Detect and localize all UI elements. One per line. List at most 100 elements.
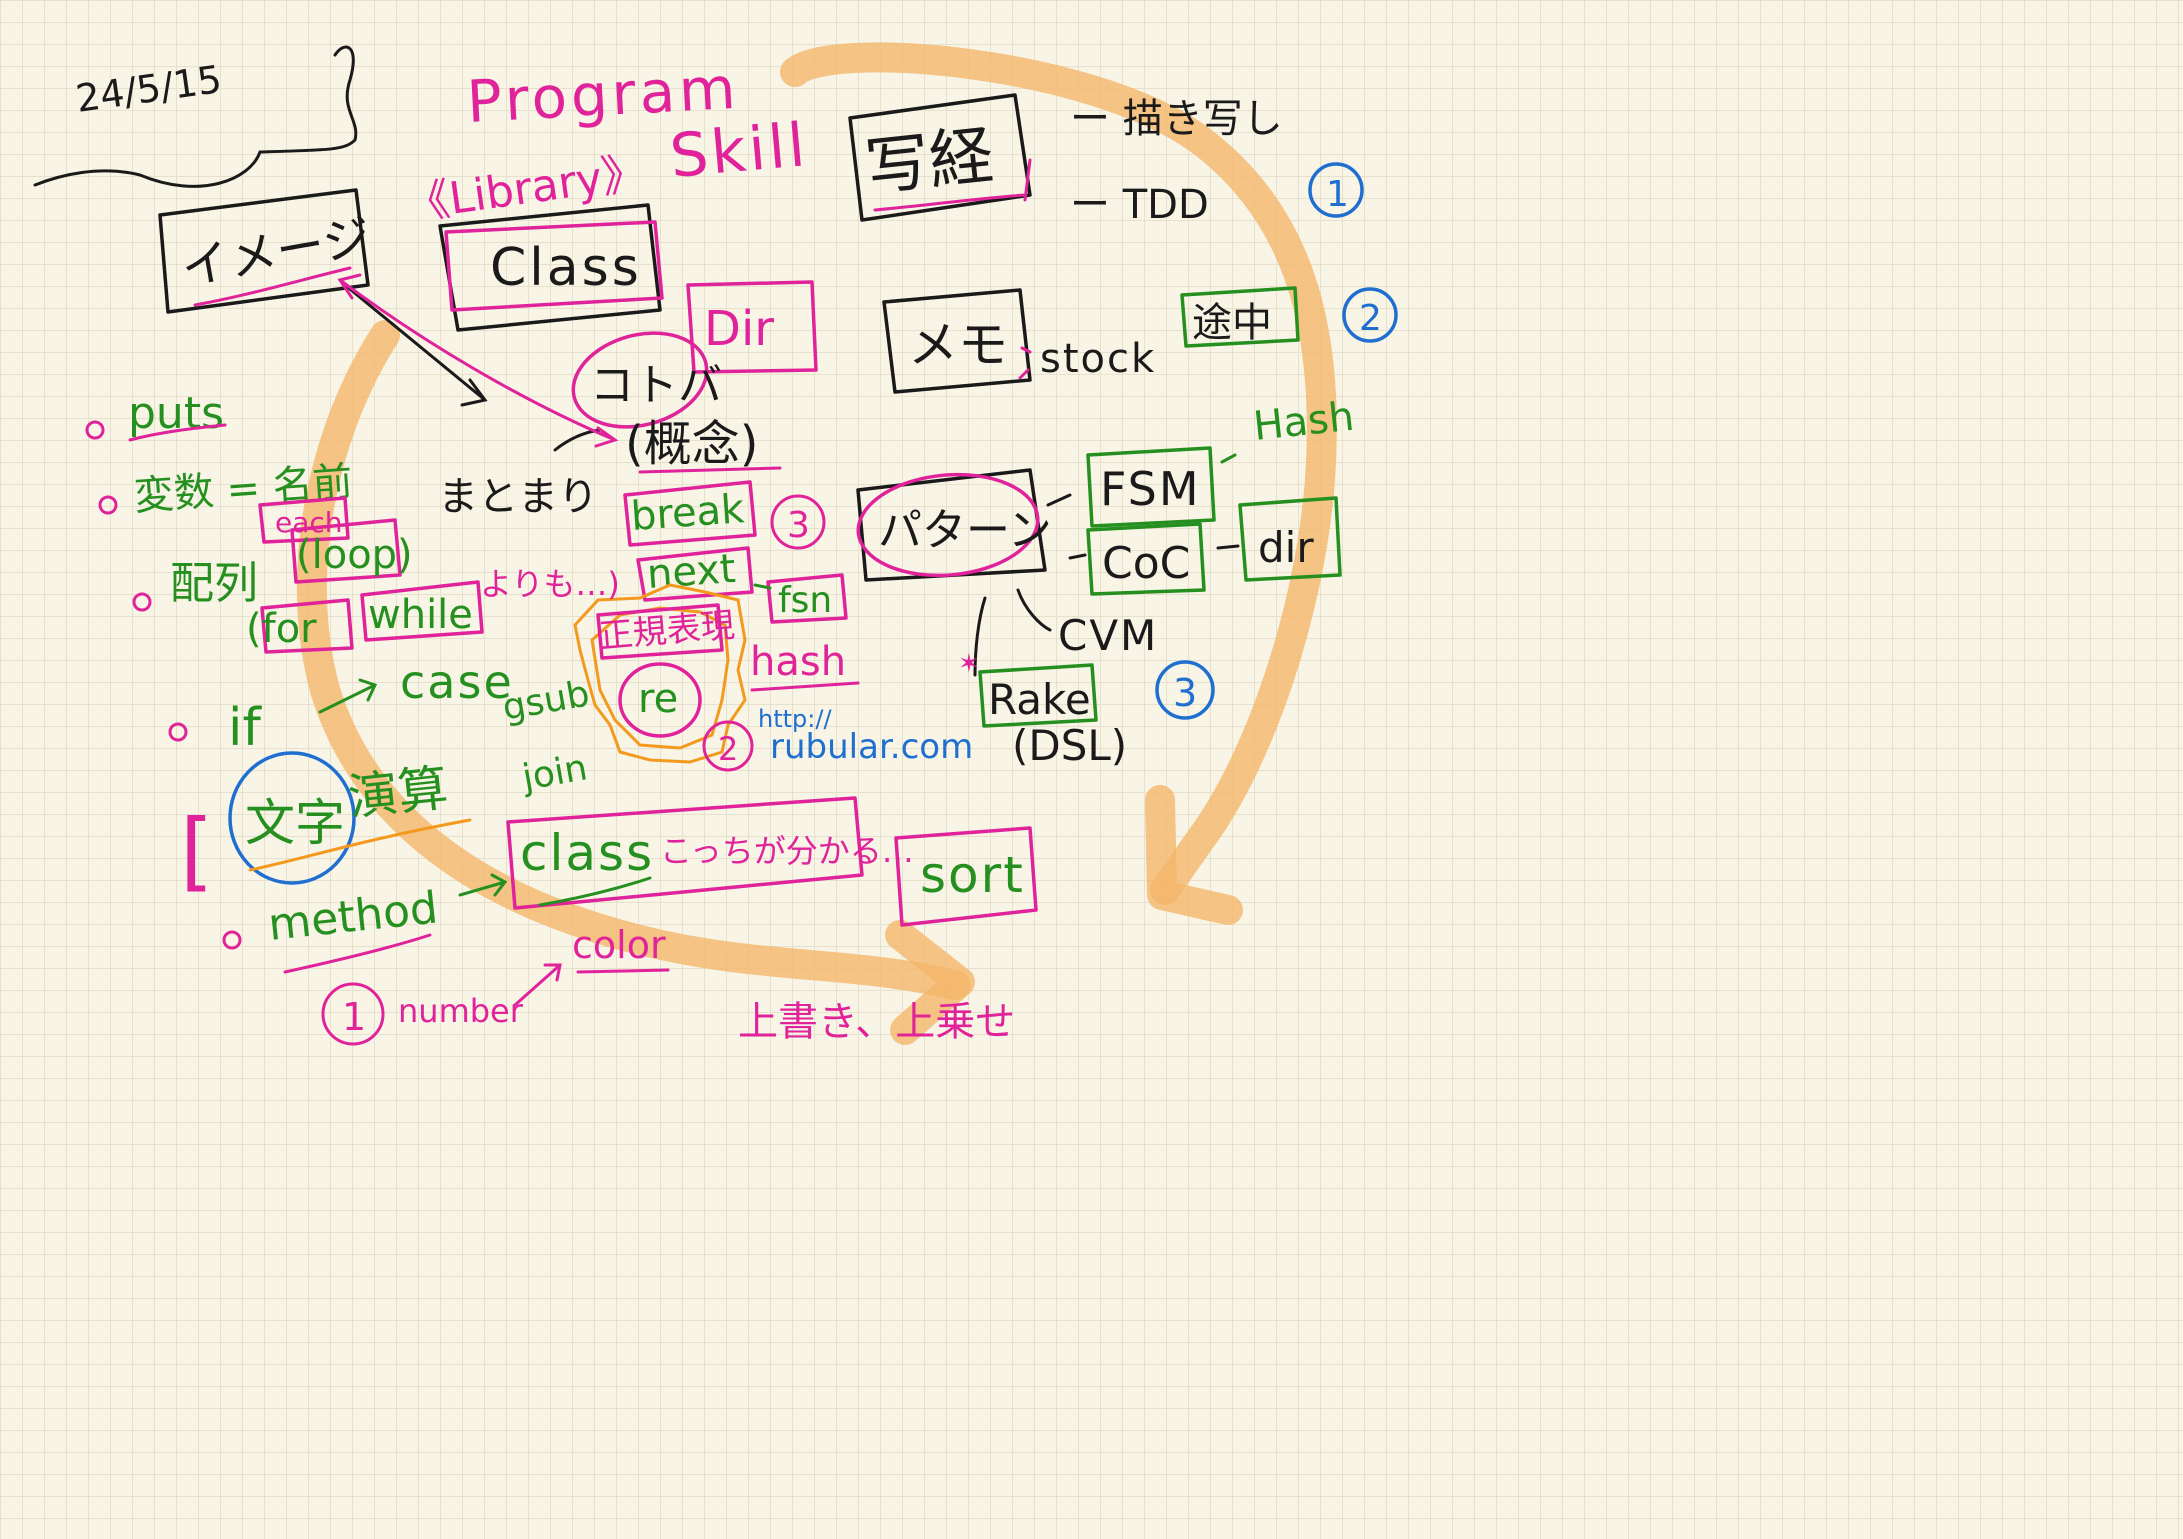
mind-map-canvas: 24/5/15 Program 《Library》 Skill イメージ Cla… <box>33 42 1398 1046</box>
date-label: 24/5/15 <box>73 57 224 121</box>
marker-1-blue <box>1308 162 1364 218</box>
moji-orange-strike <box>248 818 472 872</box>
coc-box <box>1086 522 1206 596</box>
tdd-label: ー TDD <box>1070 182 1209 228</box>
pattern-fsm-link <box>1046 493 1072 507</box>
pattern-cvm-link <box>1016 588 1052 632</box>
seiki-box <box>596 603 724 660</box>
bullet-hairetsu <box>132 592 152 612</box>
gainen-underline <box>638 466 782 474</box>
marker-1-pink <box>321 982 385 1046</box>
pattern-down-link <box>973 596 987 677</box>
marker-2-blue <box>1342 287 1398 343</box>
number-label: number <box>398 992 524 1030</box>
shakyo-label: 写経 <box>862 119 997 206</box>
join-label: join <box>518 747 590 799</box>
moji-circle <box>228 751 356 885</box>
shakyo-underline <box>873 158 1032 212</box>
while-label: while <box>368 592 473 638</box>
kotoba-label: コトバ <box>590 360 722 411</box>
rake-star: ✶ <box>958 649 980 679</box>
fsn-label: fsn <box>778 580 832 621</box>
break-label: break <box>629 486 746 540</box>
marker-1-blue-label: 1 <box>1326 174 1349 215</box>
marker-3-pink <box>770 494 826 550</box>
marker-3-blue <box>1155 660 1215 720</box>
tochu-box <box>1180 286 1300 348</box>
bullet-method <box>222 930 242 950</box>
kotoba-circle <box>571 331 709 429</box>
fsm-box <box>1086 446 1216 528</box>
title-skill: Skill <box>667 110 810 192</box>
matomari-arrow <box>553 428 602 452</box>
fsn-box <box>766 573 848 624</box>
big-orange-arrowhead-bottom <box>885 920 975 1045</box>
pattern-label: パターン <box>878 505 1052 556</box>
loop-label: (loop) <box>296 532 413 578</box>
image-box <box>158 188 370 314</box>
while-box <box>360 580 484 642</box>
next-fsn-link <box>753 583 772 590</box>
bracket-left: [ <box>180 801 214 901</box>
dsl-label: (DSL) <box>1012 721 1127 770</box>
regex-burst-inner <box>590 606 730 750</box>
bullet-hensu <box>98 495 118 515</box>
moji-label: 文字 <box>245 794 345 852</box>
big-orange-inner-arc <box>296 320 970 1000</box>
url-bottom: rubular.com <box>770 727 973 767</box>
hairetsu-label: 配列 <box>170 558 258 609</box>
color-label: color <box>572 923 666 967</box>
each-box <box>258 496 350 544</box>
dir-green-box <box>1238 496 1342 582</box>
re-label: re <box>638 676 678 722</box>
number-color-arrow <box>513 963 562 1007</box>
memo-stock-link <box>1018 346 1032 380</box>
yorimo-label: よりも…) <box>480 565 620 603</box>
next-box <box>636 546 754 602</box>
url-top: http:// <box>758 705 832 733</box>
coc-label: CoC <box>1102 538 1190 589</box>
each-label: each <box>275 506 343 539</box>
color-underline <box>576 968 670 974</box>
for-label: (for <box>246 606 317 652</box>
matomari-label: まとまり <box>438 474 598 520</box>
kotchi-label: こっちが分かる… <box>660 832 914 870</box>
class-top-label: Class <box>490 238 642 298</box>
title-program: Program <box>465 54 741 136</box>
enzan-label: 演算 <box>345 759 451 827</box>
hash-green-label: Hash <box>1251 394 1356 450</box>
gainen-label: (概念) <box>625 416 758 472</box>
case-label: case <box>400 655 514 709</box>
dir-green-label: dir <box>1258 523 1314 572</box>
marker-3-blue-label: 3 <box>1173 671 1197 715</box>
marker-2-pink-label: 2 <box>718 730 738 768</box>
class-low-underline <box>538 876 652 907</box>
loop-box <box>290 518 402 584</box>
class-box-inner <box>444 220 664 312</box>
image-kotoba-arrow-black <box>343 283 488 407</box>
for-box <box>260 598 354 654</box>
puts-underline <box>128 423 227 442</box>
image-kotoba-arrow-pink <box>338 278 619 448</box>
uwagaki-label: 上書き、上乗せ <box>738 999 1015 1045</box>
break-box <box>623 480 757 547</box>
pattern-coc-link <box>1068 553 1087 560</box>
method-class-arrow <box>458 873 508 897</box>
image-arrowhead-pink <box>337 273 362 300</box>
re-circle <box>618 662 702 738</box>
method-underline <box>283 933 432 974</box>
tochu-label: 途中 <box>1192 300 1272 346</box>
class-low-label: class <box>520 824 654 882</box>
memo-label: メモ <box>908 316 1008 374</box>
rake-label: Rake <box>988 675 1091 724</box>
big-orange-arrowhead-right <box>1145 785 1243 925</box>
bullet-if <box>168 722 188 742</box>
hash-pink-underline <box>750 681 860 692</box>
utsushi-label: ー 描き写し <box>1070 96 1283 142</box>
pattern-circle <box>856 472 1040 578</box>
image-underline <box>193 266 352 307</box>
fsm-hash-link <box>1220 453 1237 464</box>
if-label: if <box>228 698 262 758</box>
hash-pink-label: hash <box>750 639 846 685</box>
dir-pink-label: Dir <box>704 301 774 357</box>
